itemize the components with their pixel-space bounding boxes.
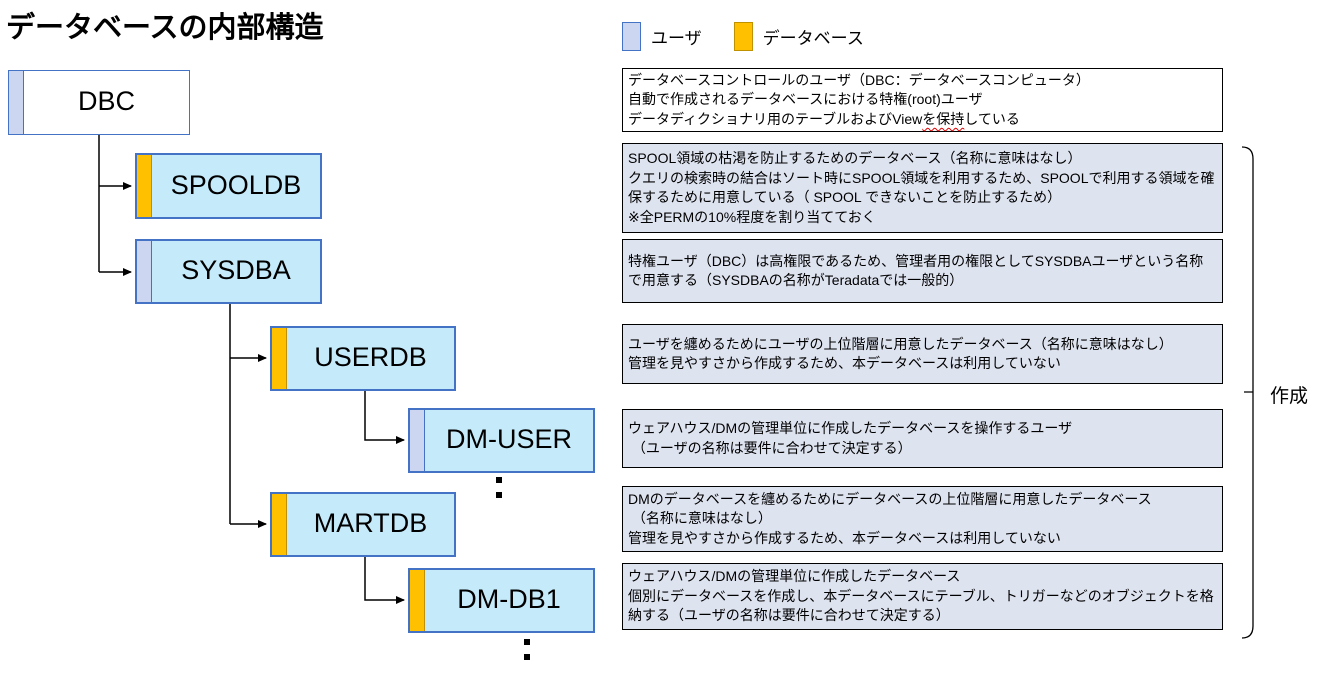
- node-spooldb: SPOOLDB: [135, 153, 322, 219]
- node-dbc: DBC: [8, 70, 190, 135]
- ellipsis-dots: [524, 639, 530, 660]
- node-dm-db1-label: DM-DB1: [457, 584, 561, 614]
- connector-userdb-dmuser: [364, 391, 405, 444]
- legend-database-swatch: [733, 22, 753, 51]
- note-line: ウェアハウス/DMの管理単位に作成したデータベースを操作するユーザ: [628, 420, 1073, 436]
- ellipsis-dots: [496, 477, 502, 498]
- spellcheck-underlined-text: を保持: [922, 110, 965, 127]
- node-dm-db1: DM-DB1: [408, 568, 595, 633]
- database-tab-icon: [272, 328, 287, 389]
- legend-user-label: ユーザ: [651, 29, 702, 48]
- note-line: 自動で作成されるデータベースにおける特権(root)ユーザ: [628, 91, 983, 108]
- user-tab-icon: [137, 241, 152, 302]
- database-tab-icon: [410, 570, 425, 631]
- note-dm-user: ウェアハウス/DMの管理単位に作成したデータベースを操作するユーザ （ユーザの名…: [622, 409, 1223, 468]
- database-tab-icon: [137, 155, 152, 217]
- note-line: ウェアハウス/DMの管理単位に作成したデータベース: [628, 568, 961, 585]
- note-martdb: DMのデータベースを纏めるためにデータベースの上位階層に用意したデータベース （…: [622, 486, 1223, 552]
- node-dm-user-label: DM-USER: [446, 424, 572, 454]
- note-spooldb: SPOOL領域の枯渇を防止するためのデータベース（名称に意味はなし） クエリの検…: [622, 143, 1223, 233]
- legend: ユーザ データベース: [622, 22, 886, 51]
- node-martdb: MARTDB: [270, 492, 456, 557]
- note-line: SPOOL領域の枯渇を防止するためのデータベース（名称に意味はなし）: [628, 150, 1082, 166]
- page-title: データベースの内部構造: [6, 12, 324, 44]
- note-line: DMのデータベースを纏めるためにデータベースの上位階層に用意したデータベース: [628, 490, 1152, 507]
- note-line: 管理を見やすさから作成するため、本データベースは利用していない: [628, 355, 1061, 371]
- node-martdb-label: MARTDB: [313, 508, 428, 538]
- database-tab-icon: [272, 494, 287, 555]
- node-sysdba: SYSDBA: [135, 239, 322, 304]
- node-spooldb-label: SPOOLDB: [170, 169, 302, 200]
- node-userdb-label: USERDB: [314, 342, 427, 372]
- note-line: 管理を見やすさから作成するため、本データベースは利用していない: [628, 529, 1061, 546]
- connector-martdb-dmdb1: [364, 557, 405, 604]
- note-sysdba: 特権ユーザ（DBC）は高権限であるため、管理者用の権限としてSYSDBAユーザと…: [622, 239, 1223, 303]
- note-line: クエリの検索時の結合はソート時にSPOOL領域を利用するため、SPOOLで利用す…: [628, 169, 1215, 206]
- note-line: データベースコントロールのユーザ（DBC：データベースコンピュータ）: [628, 71, 1090, 88]
- note-dm-db1: ウェアハウス/DMの管理単位に作成したデータベース 個別にデータベースを作成し、…: [622, 563, 1223, 630]
- note-line: データディクショナリ用のテーブルおよびViewを保持している: [628, 110, 1020, 127]
- note-line: （ユーザの名称は要件に合わせて決定する）: [628, 439, 912, 456]
- node-dbc-label: DBC: [77, 86, 135, 116]
- note-line: （名称に意味はなし）: [628, 510, 772, 527]
- node-userdb: USERDB: [270, 326, 456, 391]
- legend-user-swatch: [622, 22, 641, 51]
- note-line: 個別にデータベースを作成し、本データベースにテーブル、トリガーなどのオブジェクト…: [628, 587, 1214, 624]
- user-tab-icon: [9, 71, 24, 134]
- note-dbc: データベースコントロールのユーザ（DBC：データベースコンピュータ） 自動で作成…: [622, 68, 1223, 132]
- note-line: 特権ユーザ（DBC）は高権限であるため、管理者用の権限としてSYSDBAユーザと…: [628, 252, 1204, 289]
- legend-database-label: データベース: [762, 29, 864, 48]
- note-userdb: ユーザを纏めるためにユーザの上位階層に用意したデータベース（名称に意味はなし） …: [622, 324, 1223, 384]
- node-sysdba-label: SYSDBA: [181, 255, 291, 285]
- creation-bracket: [1241, 146, 1254, 639]
- creation-bracket-label: 作成: [1270, 386, 1309, 407]
- node-dm-user: DM-USER: [408, 408, 595, 473]
- note-line: ユーザを纏めるためにユーザの上位階層に用意したデータベース（名称に意味はなし）: [628, 335, 1173, 352]
- user-tab-icon: [410, 410, 425, 471]
- note-line: ※全PERMの10%程度を割り当てておく: [628, 208, 876, 225]
